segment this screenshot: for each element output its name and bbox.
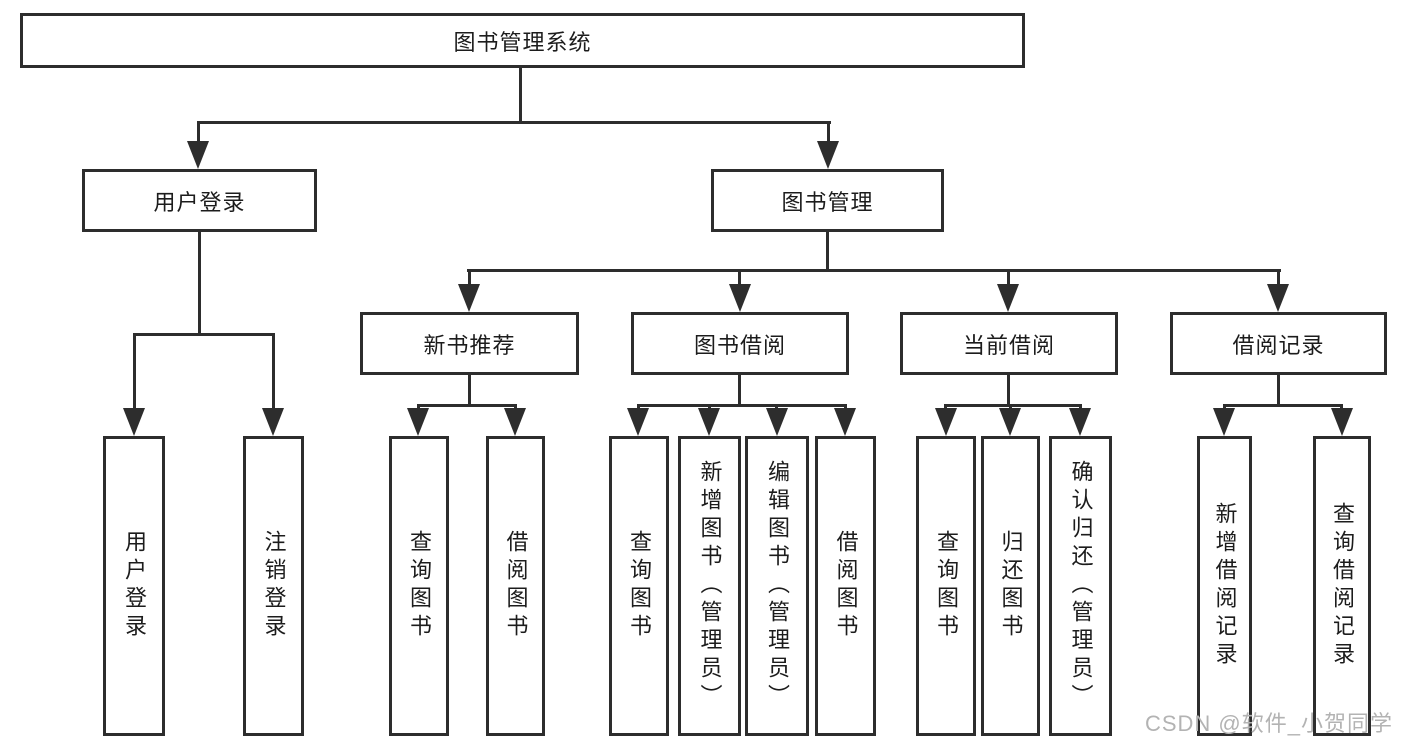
connector-line [1277,269,1280,287]
connector-line [417,404,517,407]
connector-line [1007,269,1010,287]
node-book-management: 图书管理 [711,169,944,232]
arrowhead-down [817,141,839,169]
arrowhead-down [999,408,1021,436]
leaf-edit-books-admin: 编辑图书（管理员） [745,436,809,736]
connector-line [198,230,201,336]
connector-line [827,121,830,145]
arrowhead-down [698,408,720,436]
arrowhead-down [407,408,429,436]
node-new-book-recommend: 新书推荐 [360,312,579,375]
leaf-confirm-return-admin: 确认归还（管理员） [1049,436,1112,736]
leaf-logout: 注销登录 [243,436,304,736]
connector-line [468,269,471,287]
connector-line [1277,374,1280,407]
connector-line [637,404,846,407]
connector-line [1007,374,1010,407]
leaf-add-borrow-record: 新增借阅记录 [1197,436,1252,736]
leaf-add-books-admin: 新增图书（管理员） [678,436,741,736]
arrowhead-down [187,141,209,169]
node-user-login: 用户登录 [82,169,317,232]
watermark-text: CSDN @软件_小贺同学 [1144,711,1393,736]
connector-line [826,231,829,272]
leaf-query-books-borrow: 查询图书 [609,436,669,736]
connector-line [133,333,136,411]
connector-line [468,374,471,407]
arrowhead-down [458,284,480,312]
arrowhead-down [504,408,526,436]
arrowhead-down [1069,408,1091,436]
leaf-query-books-recommend: 查询图书 [389,436,449,736]
arrowhead-down [997,284,1019,312]
connector-line [1223,404,1343,407]
connector-line [519,66,522,124]
node-borrow-records: 借阅记录 [1170,312,1387,375]
node-book-borrow: 图书借阅 [631,312,849,375]
arrowhead-down [627,408,649,436]
arrowhead-down [935,408,957,436]
arrowhead-down [123,408,145,436]
leaf-borrow-books: 借阅图书 [815,436,876,736]
arrowhead-down [1267,284,1289,312]
arrowhead-down [729,284,751,312]
connector-line [133,333,275,336]
leaf-return-books: 归还图书 [981,436,1040,736]
node-root-system: 图书管理系统 [20,13,1025,68]
node-current-borrow: 当前借阅 [900,312,1118,375]
leaf-query-borrow-record: 查询借阅记录 [1313,436,1371,736]
leaf-query-books-current: 查询图书 [916,436,976,736]
arrowhead-down [1213,408,1235,436]
arrowhead-down [262,408,284,436]
connector-line [467,269,1281,272]
leaf-borrow-books-recommend: 借阅图书 [486,436,545,736]
connector-line [272,333,275,411]
connector-line [197,121,200,145]
arrowhead-down [834,408,856,436]
connector-line [197,121,831,124]
arrowhead-down [766,408,788,436]
connector-line [738,269,741,287]
connector-line [738,374,741,407]
connector-line [944,404,1082,407]
arrowhead-down [1331,408,1353,436]
leaf-user-login: 用户登录 [103,436,165,736]
